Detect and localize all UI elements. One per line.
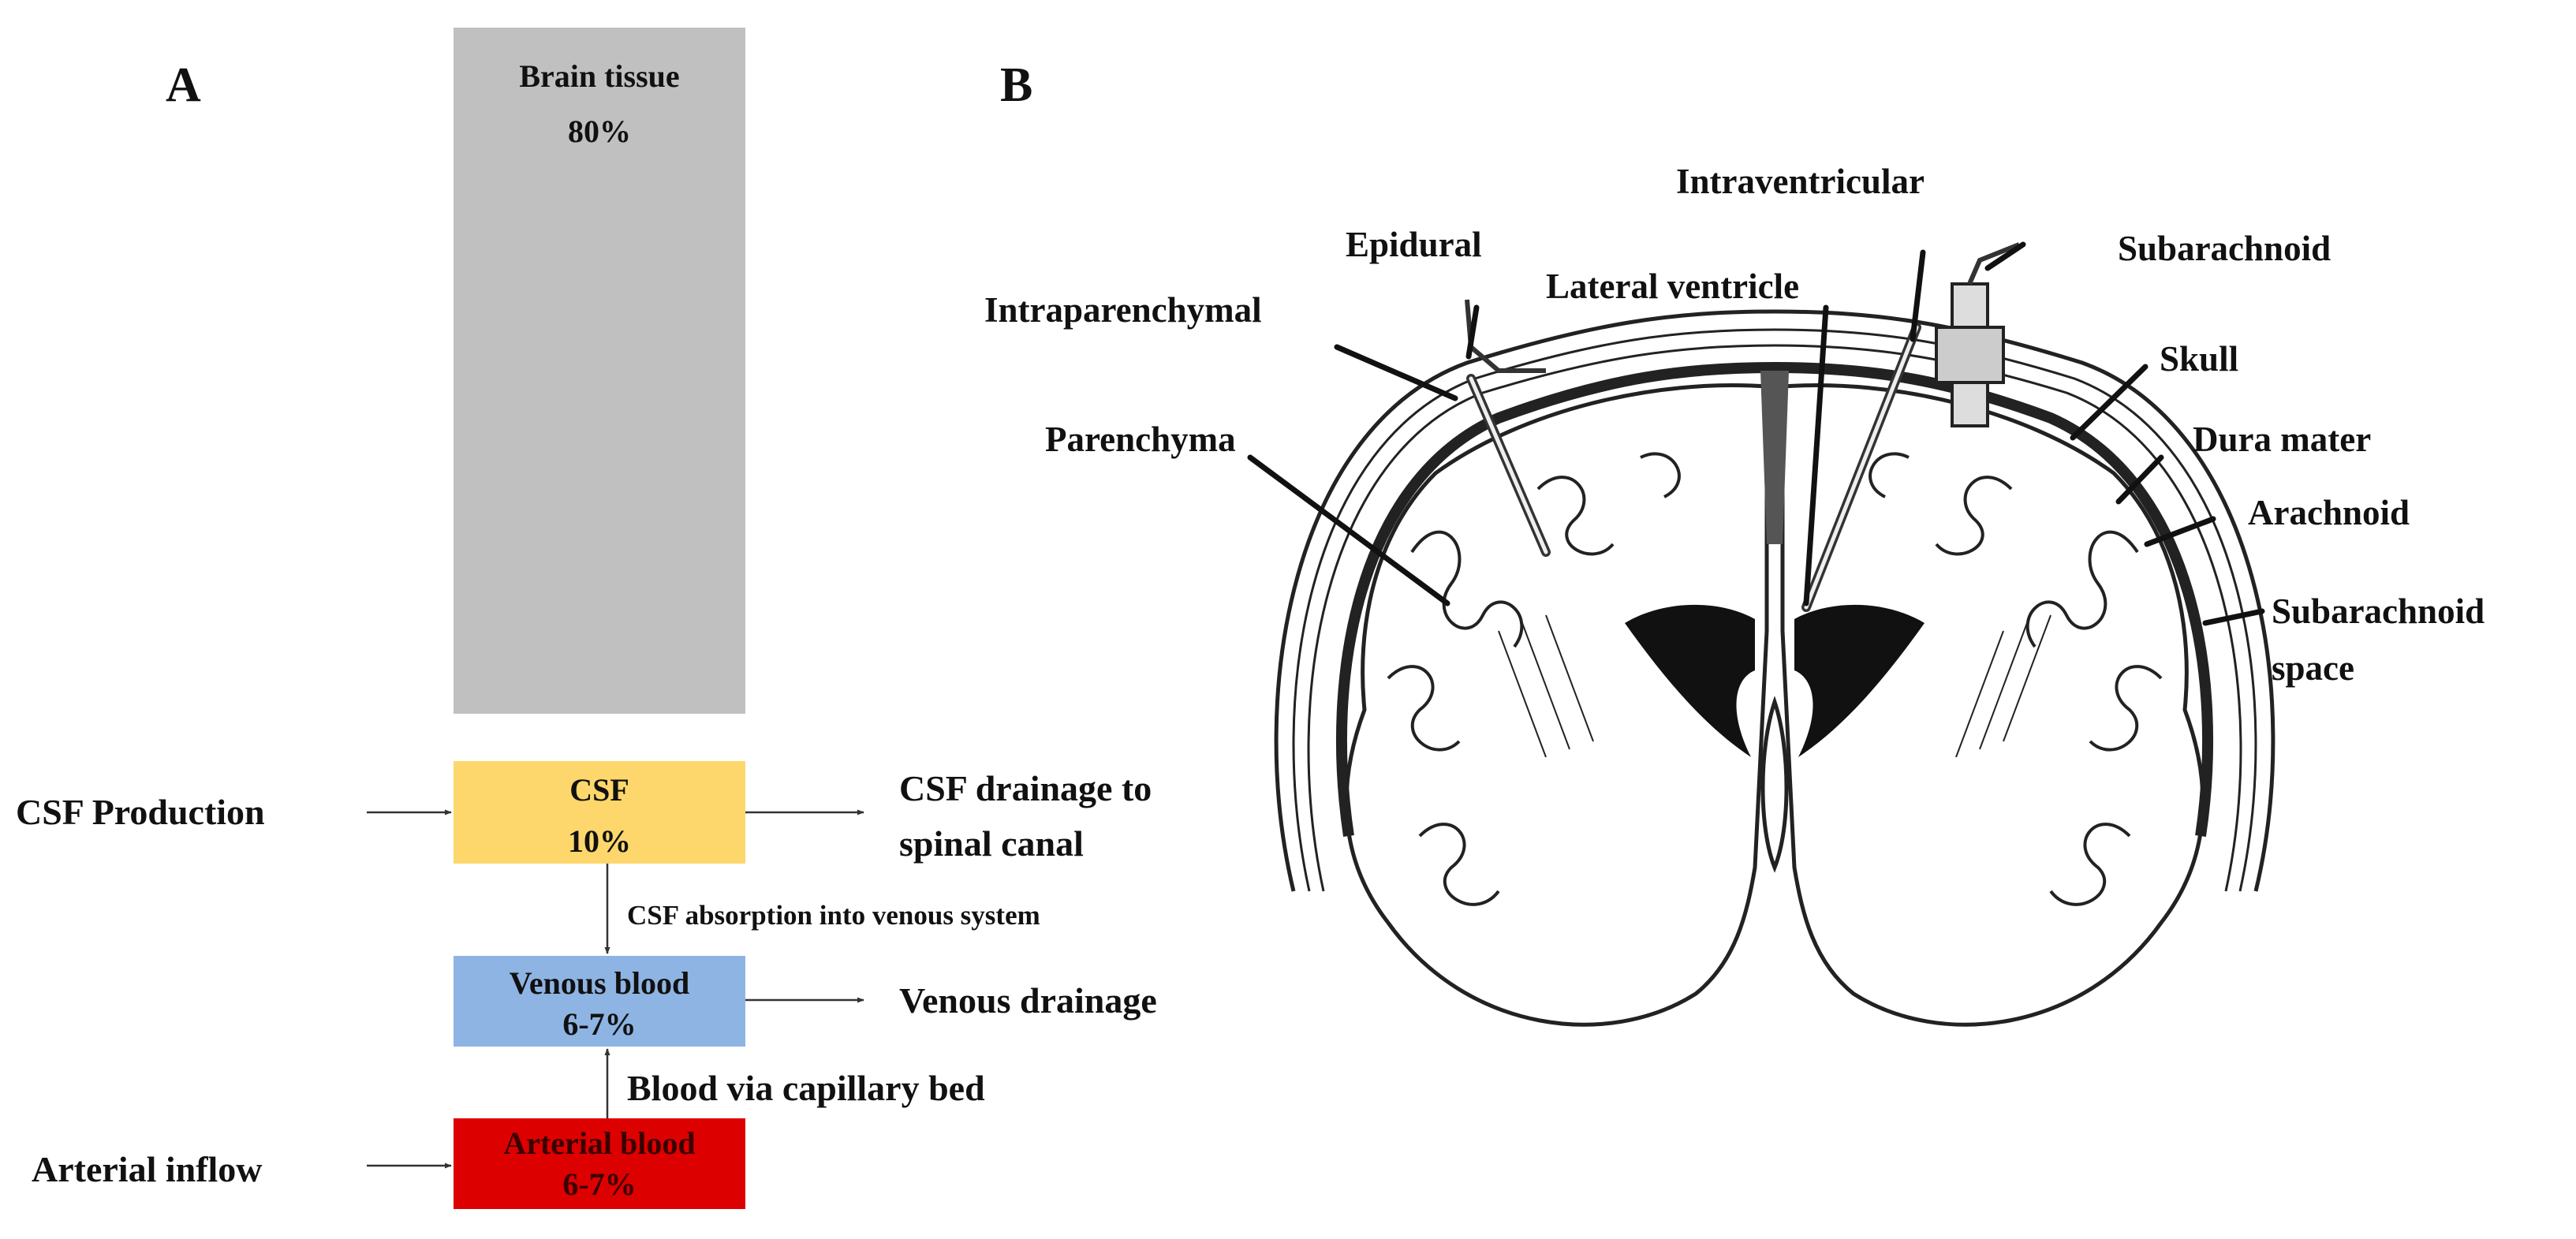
csf-box (454, 761, 745, 864)
intraventricular-leader (1910, 249, 1926, 342)
panel-a: A Brain tissue 80% CSF 10% Venous blood … (16, 28, 1157, 1209)
capillary-label: Blood via capillary bed (627, 1068, 985, 1108)
csf-absorption-label: CSF absorption into venous system (627, 900, 1040, 931)
csf-name: CSF (569, 772, 629, 808)
arterial-inflow-label: Arterial inflow (32, 1149, 263, 1189)
intraparenchymal-label: Intraparenchymal (984, 290, 1262, 330)
csf-drainage-label-line1: CSF drainage to (899, 768, 1152, 808)
csf-drainage-label-line2: spinal canal (899, 823, 1084, 864)
brain-illustration (1274, 242, 2275, 1027)
panel-a-letter: A (166, 58, 201, 112)
panel-b: B (984, 58, 2485, 1027)
epidural-label: Epidural (1346, 225, 1482, 264)
arterial-blood-name: Arterial blood (503, 1125, 695, 1161)
brain-tissue-box (454, 28, 745, 714)
venous-drainage-label: Venous drainage (899, 980, 1157, 1021)
parenchyma-label: Parenchyma (1045, 420, 1236, 459)
intraparenchymal-leader (1334, 344, 1458, 401)
dura-mater-leader (2115, 454, 2164, 505)
panel-b-letter: B (1000, 58, 1032, 112)
intraventricular-label: Intraventricular (1676, 162, 1925, 201)
parenchyma-leader (1247, 454, 1450, 606)
dura-mater-label: Dura mater (2193, 420, 2371, 459)
arterial-blood-box (454, 1118, 745, 1209)
arterial-blood-percent: 6-7% (562, 1166, 636, 1202)
lateral-ventricle-leader (1803, 304, 1829, 606)
skull-label: Skull (2160, 339, 2238, 379)
brain-tissue-name: Brain tissue (519, 58, 679, 94)
arachnoid-label: Arachnoid (2248, 493, 2410, 532)
epidural-leader (1465, 304, 1480, 360)
lateral-ventricle-label: Lateral ventricle (1546, 267, 1799, 306)
subarachnoid-label: Subarachnoid (2118, 229, 2331, 268)
venous-blood-percent: 6-7% (562, 1006, 636, 1042)
subarachnoid-leader (1984, 241, 2026, 271)
arachnoid-leader (2144, 516, 2216, 547)
subarachnoid-space-leader (2202, 608, 2265, 626)
subarachnoid-space-label-line1: Subarachnoid (2272, 592, 2485, 631)
brain-tissue-percent: 80% (568, 114, 631, 149)
venous-blood-name: Venous blood (510, 965, 690, 1001)
skull-leader (2070, 364, 2149, 441)
csf-production-label: CSF Production (16, 792, 265, 832)
venous-blood-box (454, 956, 745, 1047)
subarachnoid-space-label-line2: space (2272, 648, 2354, 688)
csf-percent: 10% (568, 823, 631, 859)
